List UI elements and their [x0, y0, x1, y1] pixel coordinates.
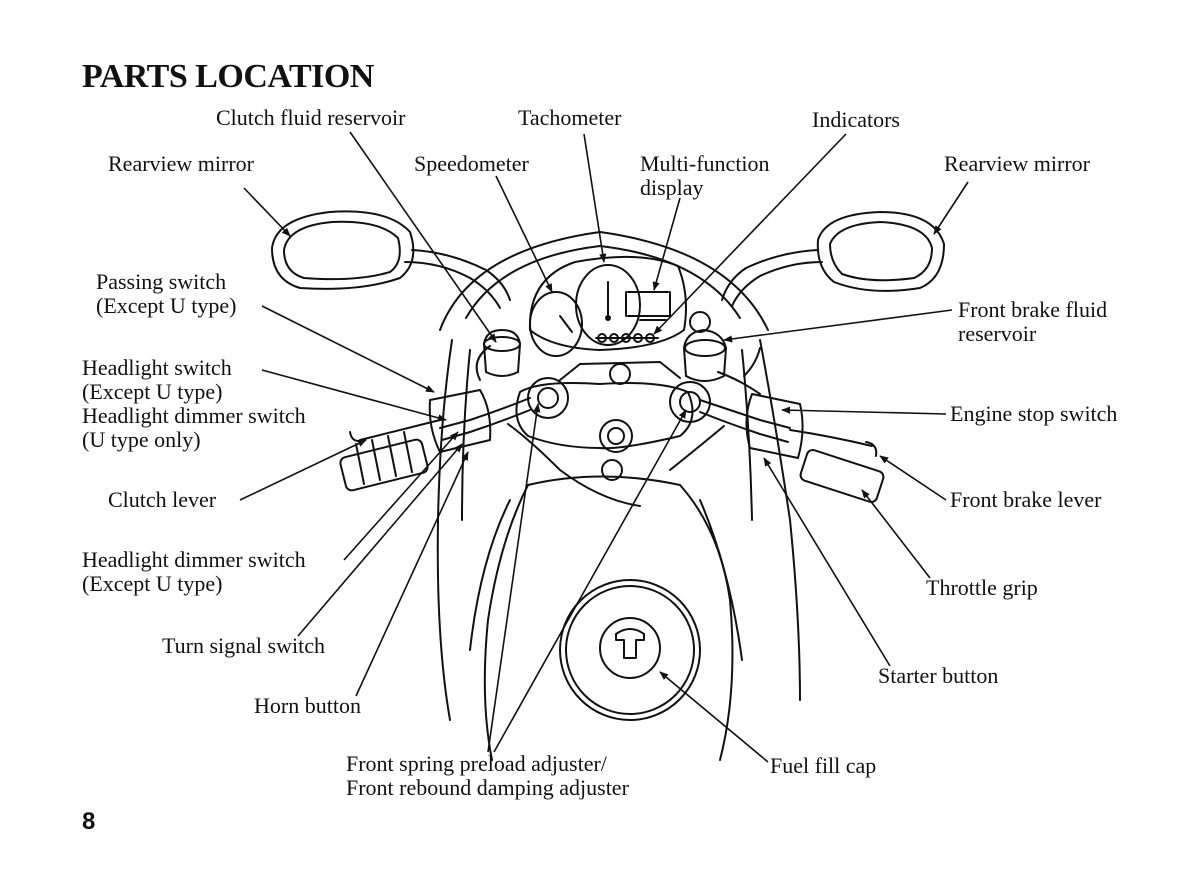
label-fuel-fill-cap: Fuel fill cap — [770, 753, 877, 778]
label-front-spring-preload-adjuster: Front spring preload adjuster/ Front reb… — [346, 752, 629, 800]
label-starter-button: Starter button — [878, 663, 999, 688]
leader-lines — [239, 131, 969, 763]
label-passing-switch-line2: (Except U type) — [96, 293, 237, 318]
right-mirror — [721, 211, 945, 307]
label-rearview-mirror-right: Rearview mirror — [944, 151, 1090, 176]
label-headlight-switch: Headlight switch (Except U type) Headlig… — [82, 356, 306, 452]
clutch-reservoir-drawing — [483, 329, 521, 377]
brake-reservoir-drawing — [683, 311, 727, 382]
label-headlight-dimmer-except-line2: (Except U type) — [82, 571, 223, 596]
page-title: PARTS LOCATION — [82, 58, 374, 95]
label-multi-function-display: Multi-function display — [640, 152, 770, 200]
label-headlight-dimmer-except-line1: Headlight dimmer switch — [82, 547, 306, 572]
label-passing-switch-line1: Passing switch — [96, 269, 227, 294]
label-rearview-mirror-left: Rearview mirror — [108, 151, 254, 176]
motorcycle-drawing — [271, 210, 945, 761]
left-mirror — [271, 210, 511, 309]
label-front-brake-fluid-reservoir: Front brake fluid reservoir — [958, 298, 1107, 346]
label-tachometer: Tachometer — [518, 105, 622, 130]
label-front-spring-line2: Front rebound damping adjuster — [346, 775, 629, 800]
label-engine-stop-switch: Engine stop switch — [950, 401, 1118, 426]
label-headlight-dimmer-u-line1: Headlight dimmer switch — [82, 403, 306, 428]
label-passing-switch: Passing switch (Except U type) — [96, 270, 237, 318]
label-clutch-lever: Clutch lever — [108, 487, 217, 512]
label-front-spring-line1: Front spring preload adjuster/ — [346, 751, 607, 776]
label-headlight-switch-line1: Headlight switch — [82, 355, 232, 380]
label-front-brake-lever: Front brake lever — [950, 487, 1102, 512]
label-horn-button: Horn button — [254, 693, 361, 718]
label-throttle-grip: Throttle grip — [926, 575, 1038, 600]
page-number: 8 — [82, 808, 96, 835]
label-turn-signal-switch: Turn signal switch — [162, 633, 325, 658]
label-headlight-dimmer-except-u: Headlight dimmer switch (Except U type) — [82, 548, 306, 596]
label-multi-function-line2: display — [640, 175, 704, 200]
label-headlight-dimmer-u-line2: (U type only) — [82, 427, 201, 452]
label-clutch-fluid-reservoir: Clutch fluid reservoir — [216, 105, 406, 130]
label-indicators: Indicators — [812, 107, 900, 132]
label-speedometer: Speedometer — [414, 151, 529, 176]
label-headlight-switch-line2: (Except U type) — [82, 379, 223, 404]
instrument-cluster — [528, 255, 687, 357]
label-front-brake-fluid-line1: Front brake fluid — [958, 297, 1108, 322]
label-multi-function-line1: Multi-function — [640, 151, 770, 176]
label-front-brake-fluid-line2: reservoir — [958, 321, 1037, 346]
